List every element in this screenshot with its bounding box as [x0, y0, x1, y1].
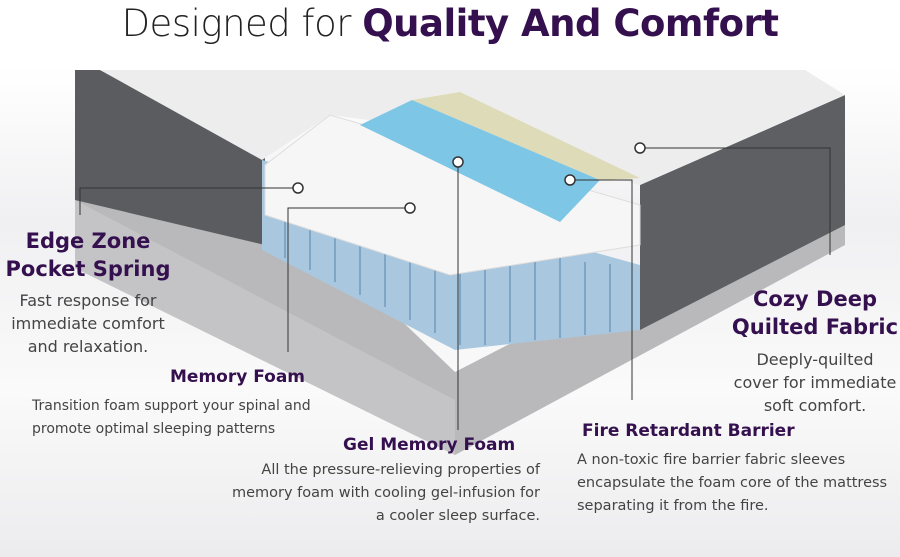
gel-memory-foam-description: All the pressure-relieving properties of… [231, 462, 540, 524]
foundation-front [75, 200, 455, 455]
fire-barrier-layer [412, 92, 640, 180]
gel-foam-layer [360, 100, 600, 222]
fire-barrier-heading: Fire Retardant Barrier [582, 421, 795, 441]
mattress-left-side [75, 70, 265, 245]
mattress-right-side [640, 95, 845, 330]
memory-foam-layer [264, 114, 641, 276]
callout-dot [404, 202, 416, 214]
leader-line-fire [570, 179, 633, 400]
callout-dot [634, 142, 646, 154]
leader-line-edge-zone [79, 187, 298, 215]
memory-foam-heading: Memory Foam [170, 367, 306, 387]
page-title: Designed for Quality And Comfort [121, 2, 779, 45]
leader-line-memory-foam [287, 207, 410, 352]
leader-line-quilted [640, 147, 831, 255]
callout-dot [564, 174, 576, 186]
callout-dot [292, 182, 304, 194]
callout-dot [452, 156, 464, 168]
gel-memory-foam-heading: Gel Memory Foam [343, 435, 516, 455]
